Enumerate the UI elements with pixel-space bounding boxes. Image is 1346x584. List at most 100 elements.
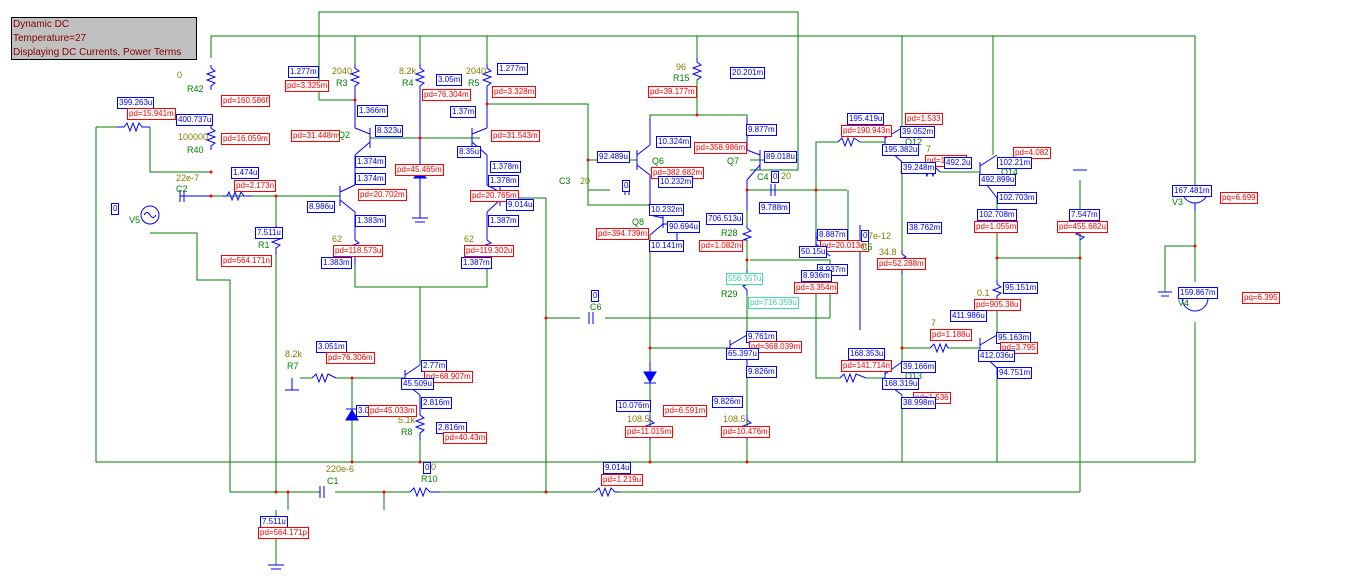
rpot-power[interactable]: pd=15.941m <box>127 108 176 120</box>
q3-power[interactable]: pd=20.702m <box>358 189 407 201</box>
q-right-ic[interactable]: 1.37m <box>450 106 477 118</box>
rb13-current[interactable]: 168.353u <box>848 348 886 360</box>
c3-label[interactable]: C3 <box>559 176 571 186</box>
q-right-ie[interactable]: 1.378m <box>490 161 521 173</box>
r10-value[interactable]: 0 <box>431 462 437 472</box>
v4-current[interactable]: 159.867m <box>1178 287 1218 299</box>
diode1-power[interactable]: pd=6.591m <box>663 405 708 417</box>
q12-ic[interactable]: 39.052m <box>900 126 936 138</box>
r108b-value[interactable]: 108.5 <box>723 414 746 424</box>
q14-ie[interactable]: 102.703m <box>997 192 1037 204</box>
r4-power[interactable]: pd=76.304m <box>422 89 471 101</box>
v3-power[interactable]: pq=6.699 <box>1220 192 1258 204</box>
q8-power[interactable]: pd=394.739m <box>596 228 650 240</box>
r29-power[interactable]: pd=716.359u <box>748 297 799 309</box>
c1-value[interactable]: 220e-6 <box>326 464 355 474</box>
rin-current[interactable]: 1.474u <box>231 167 260 179</box>
r4-value[interactable]: 8.2k <box>399 66 417 76</box>
q12-power[interactable]: pd=1.533 <box>905 113 943 125</box>
q13-label[interactable]: Q13 <box>905 371 923 381</box>
q7-label[interactable]: Q7 <box>727 156 740 166</box>
q15-ie[interactable]: 94.751m <box>997 367 1033 379</box>
q9-ib[interactable]: 50.15u <box>799 246 828 258</box>
q3-ie[interactable]: 1.383m <box>355 215 386 227</box>
r3-value[interactable]: 2040 <box>332 66 353 76</box>
r29-current[interactable]: 556.357u <box>726 273 764 285</box>
r5-value[interactable]: 2040 <box>466 66 487 76</box>
r34-power[interactable]: pd=52.288m <box>877 258 926 270</box>
q6-label[interactable]: Q6 <box>652 156 665 166</box>
r62b-power[interactable]: pd=119.302u <box>464 245 515 257</box>
q-right-power[interactable]: pd=31.543m <box>491 130 540 142</box>
r15-label[interactable]: R15 <box>673 73 690 83</box>
r108a-power[interactable]: pd=11.015m <box>625 426 674 438</box>
rb12-power[interactable]: pd=190.943n <box>841 125 892 137</box>
r40-power[interactable]: pd=16.059m <box>221 133 270 145</box>
r42-label[interactable]: R42 <box>187 84 204 94</box>
q8-label[interactable]: Q8 <box>632 217 645 227</box>
r62b-current[interactable]: 1.387m <box>461 257 492 269</box>
c4-value[interactable]: 20 <box>781 171 792 181</box>
q3-ic[interactable]: 1.374m <box>355 173 386 185</box>
r5-power[interactable]: pd=3.328m <box>492 86 537 98</box>
r15-value[interactable]: 96 <box>676 62 687 72</box>
r3-label[interactable]: R3 <box>336 78 348 88</box>
r28-current[interactable]: 706.513u <box>706 213 744 225</box>
c2-label[interactable]: C2 <box>176 184 188 194</box>
r34-value[interactable]: 34.8 <box>879 247 897 257</box>
r10-label[interactable]: R10 <box>421 474 438 484</box>
r8-value[interactable]: 5.1k <box>398 415 416 425</box>
c4-current[interactable]: 0 <box>771 171 780 183</box>
r4-current[interactable]: 3.05m <box>436 74 463 86</box>
rload-power[interactable]: pd=455.682u <box>1057 221 1108 233</box>
q13-ib[interactable]: 168.319u <box>882 378 920 390</box>
r108a-value[interactable]: 108.5 <box>627 414 650 424</box>
c6-label[interactable]: C6 <box>590 302 602 312</box>
rout1-power[interactable]: pd=1.055m <box>974 221 1019 233</box>
q12-ib[interactable]: 195.382u <box>882 144 920 156</box>
q6-ib[interactable]: 92.489u <box>597 151 630 163</box>
r62b-value[interactable]: 62 <box>464 234 475 244</box>
r01-power[interactable]: pd=905.38u <box>974 299 1021 311</box>
q14-ib[interactable]: 492.899u <box>979 174 1017 186</box>
q14-label[interactable]: Q14 <box>1001 167 1019 177</box>
r15-power[interactable]: pd=39.177m <box>648 86 697 98</box>
q7-ib[interactable]: 89.018u <box>764 151 797 163</box>
c4-label[interactable]: C4 <box>757 172 769 182</box>
q6-ic[interactable]: 10.324m <box>656 136 692 148</box>
r01-current2[interactable]: 411.986u <box>950 310 987 322</box>
r7-value[interactable]: 8.2k <box>285 349 303 359</box>
r108b-power[interactable]: pd=10.476m <box>721 426 770 438</box>
c1-label[interactable]: C1 <box>327 476 339 486</box>
c3-current[interactable]: 0 <box>622 180 631 192</box>
q4-ic[interactable]: 1.378m <box>488 175 519 187</box>
v5-label[interactable]: V5 <box>129 215 141 225</box>
v3-current[interactable]: 167.481m <box>1172 185 1212 197</box>
q10-power[interactable]: pd=368.039m <box>749 341 803 353</box>
c5-label[interactable]: C5 <box>861 242 873 252</box>
q-right-ib[interactable]: 8.35u <box>457 146 482 158</box>
r42-power[interactable]: pd=160.586f <box>221 95 270 107</box>
zener2-current[interactable]: 3.0 <box>356 405 372 417</box>
q5-ib[interactable]: 45.509u <box>401 378 434 390</box>
diode1-current[interactable]: 10.076m <box>616 400 652 412</box>
r3-current[interactable]: 1.277m <box>288 66 319 78</box>
rq9-current[interactable]: 8.936m <box>801 270 832 282</box>
q2-label[interactable]: Q2 <box>338 130 351 140</box>
r62a-power[interactable]: pd=118.573u <box>333 245 384 257</box>
r7a-current[interactable]: 492.2u <box>944 157 973 169</box>
r1-power[interactable]: pd=564.171n <box>221 255 272 267</box>
v4-label[interactable]: V4 <box>1178 298 1190 308</box>
q12-ie[interactable]: 39.248m <box>901 162 937 174</box>
q12-label[interactable]: Q12 <box>905 137 923 147</box>
q4-ie[interactable]: 1.387m <box>488 215 519 227</box>
q2-ie[interactable]: 1.374m <box>355 156 386 168</box>
rfb-power[interactable]: pd=1.219u <box>601 474 644 486</box>
r8-label[interactable]: R8 <box>401 427 413 437</box>
r1-current[interactable]: 7.511u <box>255 227 283 239</box>
r29-label[interactable]: R29 <box>721 289 738 299</box>
c5-value[interactable]: 7e-12 <box>868 231 892 241</box>
r1-label[interactable]: R1 <box>258 240 270 250</box>
q13-ic[interactable]: 39.166m <box>901 361 937 373</box>
